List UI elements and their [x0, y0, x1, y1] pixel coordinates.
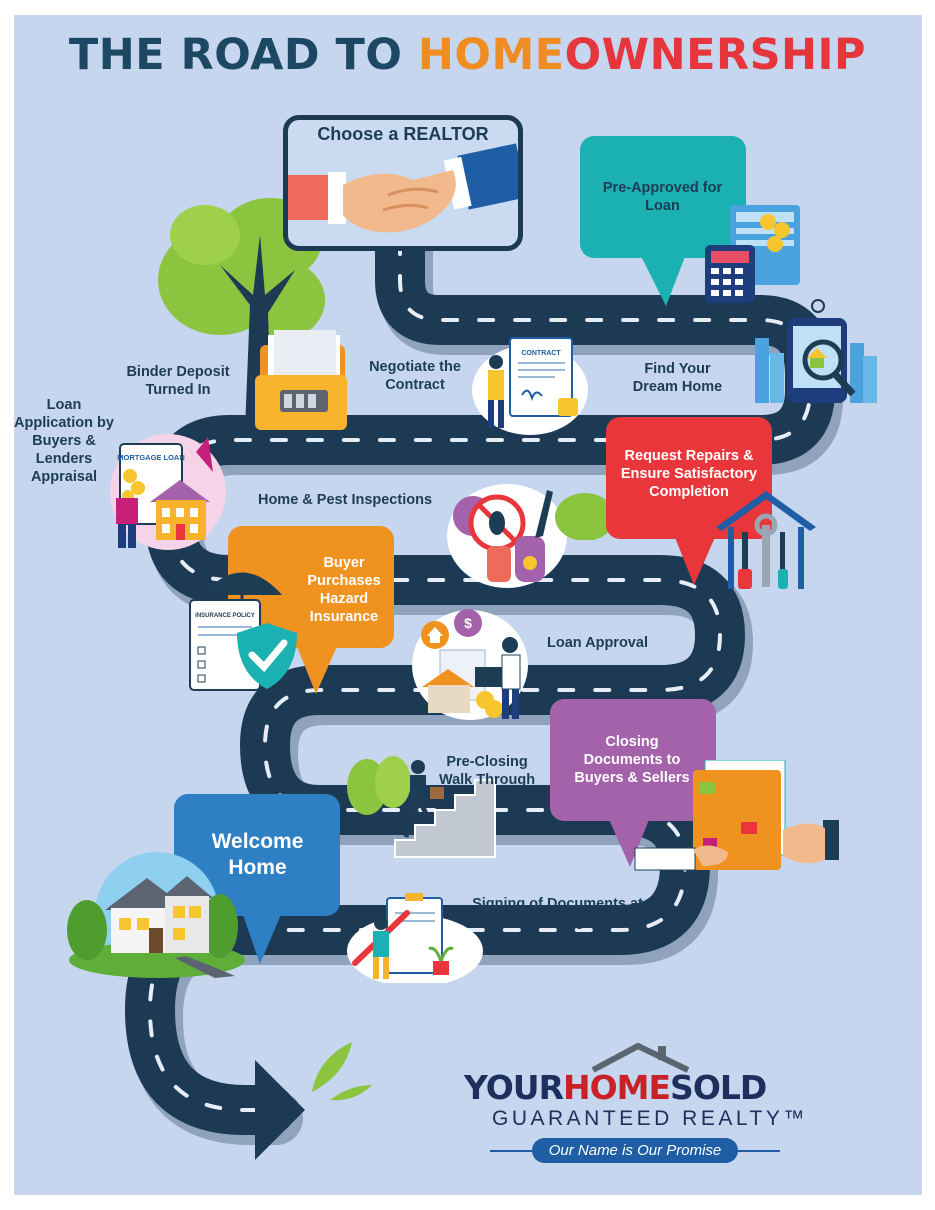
logo-wordmark: YOURHOMESOLD — [464, 1068, 767, 1107]
binder-label: Binder Deposit Turned In — [126, 364, 230, 398]
closing-docs-label: Closing Documents to Buyers & Sellers — [574, 733, 690, 786]
walkthrough-label: Pre-Closing Walk Through — [438, 754, 536, 788]
loan-approval-label: Loan Approval — [547, 635, 648, 651]
svg-text:$: $ — [464, 615, 472, 631]
repairs-label: Request Repairs & Ensure Satisfactory Co… — [620, 448, 758, 500]
signing-icon — [347, 893, 483, 983]
find-home-label: Find Your Dream Home — [632, 361, 723, 395]
contract-text: CONTRACT — [521, 350, 561, 357]
choose-realtor-card: Choose a REALTOR — [283, 115, 523, 251]
bush-decoration-2 — [347, 756, 411, 815]
page-title: THE ROAD TO HOMEOWNERSHIP — [68, 30, 867, 80]
house-icon — [67, 852, 245, 978]
house-search-icon — [755, 299, 877, 403]
file-folder-icon — [255, 330, 347, 430]
pre-approved-label: Pre-Approved for Loan — [602, 180, 723, 214]
insurance-shield-icon: INSURANCE POLICY — [189, 572, 297, 691]
stairs-icon — [394, 760, 496, 858]
company-logo: YOURHOMESOLD GUARANTEED REALTY™ Our Name… — [460, 1040, 820, 1170]
logo-subtitle: GUARANTEED REALTY™ — [492, 1107, 808, 1130]
welcome-label: Welcome Home — [211, 830, 304, 879]
calculator-icon — [705, 205, 800, 303]
insurance-bubble-shape — [228, 526, 394, 694]
toolbox-icon — [716, 491, 816, 589]
closing-docs-bubble-shape — [550, 699, 716, 867]
inspections-label: Home & Pest Inspections — [257, 492, 433, 508]
choose-realtor-label: Choose a REALTOR — [317, 124, 489, 144]
welcome-bubble-shape — [174, 794, 340, 964]
loan-application-label: Loan Application by Buyers & Lenders App… — [14, 397, 114, 485]
pre-approved-bubble-shape — [580, 136, 746, 306]
bush-decoration — [555, 493, 615, 540]
road-arrow-head — [255, 1060, 305, 1160]
loan-approval-icon: $ — [412, 609, 528, 720]
mortgage-text: MORTGAGE LOAN — [117, 453, 185, 462]
insurance-label: Buyer Purchases Hazard Insurance — [307, 555, 381, 625]
leaf-decoration — [312, 1042, 352, 1092]
logo-tagline: Our Name is Our Promise — [532, 1138, 738, 1163]
leaf-decoration-2 — [330, 1085, 372, 1101]
repairs-bubble-shape — [606, 417, 772, 585]
documents-handoff-icon — [634, 760, 839, 871]
signing-label: Signing of Documents at Closing — [472, 896, 643, 930]
handshake-icon — [288, 143, 518, 233]
mortgage-icon: MORTGAGE LOAN — [110, 434, 226, 550]
negotiate-label: Negotiate the Contract — [369, 359, 461, 393]
contract-icon: CONTRACT — [472, 337, 588, 435]
insurance-policy-text: INSURANCE POLICY — [195, 613, 255, 619]
logo-roof-icon — [591, 1042, 690, 1073]
pest-icon — [447, 484, 567, 588]
